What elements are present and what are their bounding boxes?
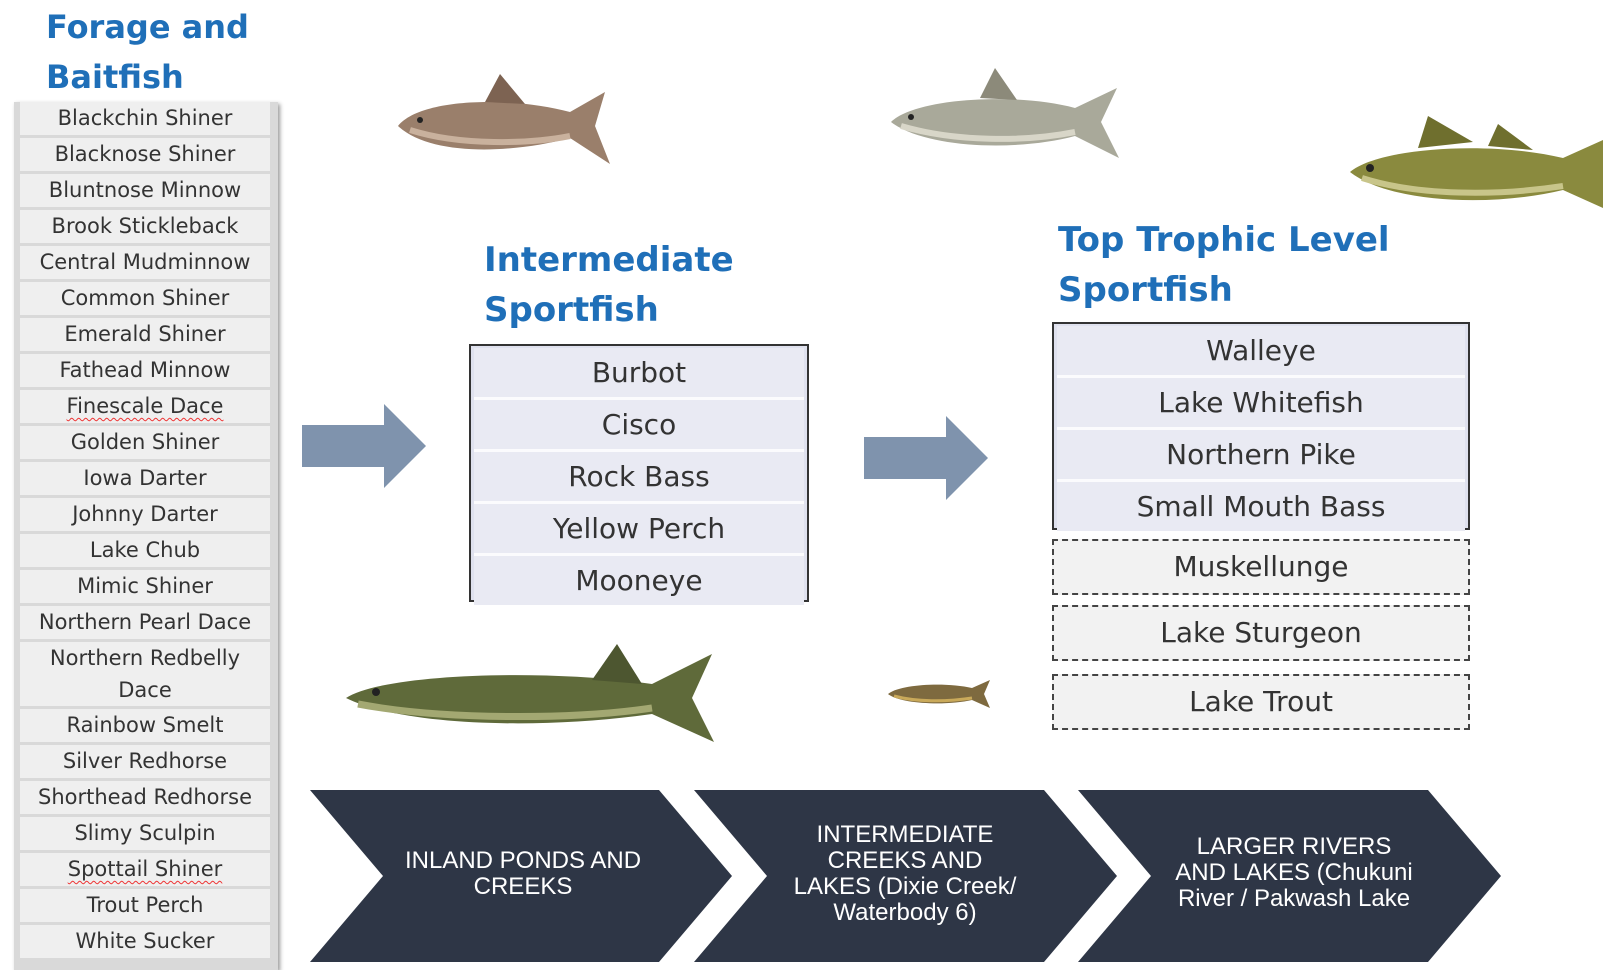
intermediate-title-line1: Intermediate xyxy=(484,240,734,280)
list-item: Slimy Sculpin xyxy=(20,817,270,853)
pike-fish-icon xyxy=(346,644,714,742)
list-item: Lake Chub xyxy=(20,534,270,570)
list-item: Cisco xyxy=(474,400,804,452)
list-item: Fathead Minnow xyxy=(20,354,270,390)
list-item: Spottail Shiner xyxy=(20,853,270,889)
right-arrow-icon xyxy=(302,404,426,488)
list-item: Burbot xyxy=(474,348,804,400)
list-item: Walleye xyxy=(1057,326,1465,378)
list-item: Rainbow Smelt xyxy=(20,709,270,745)
list-item: Bluntnose Minnow xyxy=(20,174,270,210)
list-item: Silver Redhorse xyxy=(20,745,270,781)
right-arrow-icon xyxy=(864,416,988,500)
dashed-item: Lake Trout xyxy=(1052,674,1470,730)
intermediate-box: Burbot Cisco Rock Bass Yellow Perch Moon… xyxy=(469,344,809,605)
list-item: Trout Perch xyxy=(20,889,270,925)
top-trophic-heading: Top Trophic Level Sportfish xyxy=(1058,215,1390,315)
list-item: Blacknose Shiner xyxy=(20,138,270,174)
forage-title-line1: Forage and xyxy=(46,8,249,46)
list-item: Blackchin Shiner xyxy=(20,102,270,138)
list-item: Central Mudminnow xyxy=(20,246,270,282)
forage-panel: Blackchin Shiner Blacknose Shiner Bluntn… xyxy=(14,102,278,970)
list-item: Common Shiner xyxy=(20,282,270,318)
forage-heading: Forage and Baitfish xyxy=(46,2,249,102)
walleye-fish-icon xyxy=(1350,116,1603,208)
intermediate-title-line2: Sportfish xyxy=(484,290,659,330)
list-item: Small Mouth Bass xyxy=(1057,482,1465,531)
list-item: Shorthead Redhorse xyxy=(20,781,270,817)
dashed-item: Muskellunge xyxy=(1052,539,1470,595)
top-trophic-box: Walleye Lake Whitefish Northern Pike Sma… xyxy=(1052,322,1470,531)
habitat-label: INTERMEDIATE CREEKS AND LAKES (Dixie Cre… xyxy=(793,821,1017,926)
intermediate-heading: Intermediate Sportfish xyxy=(484,235,734,335)
list-item: Yellow Perch xyxy=(474,504,804,556)
list-item: Northern Pike xyxy=(1057,430,1465,482)
top-title-line1: Top Trophic Level xyxy=(1058,220,1390,260)
dashed-item: Lake Sturgeon xyxy=(1052,605,1470,661)
forage-title-line2: Baitfish xyxy=(46,58,184,96)
list-item: Johnny Darter xyxy=(20,498,270,534)
list-item: Finescale Dace xyxy=(20,390,270,426)
chevron-2 xyxy=(694,790,1117,962)
minnow-fish-icon xyxy=(888,680,990,708)
list-item: Northern Pearl Dace xyxy=(20,606,270,642)
list-item: White Sucker xyxy=(20,925,270,961)
forage-list: Blackchin Shiner Blacknose Shiner Bluntn… xyxy=(14,102,278,961)
whitefish-fish-icon xyxy=(891,68,1119,158)
list-item: Rock Bass xyxy=(474,452,804,504)
list-item: Northern Redbelly Dace xyxy=(20,642,270,709)
list-item: Mooneye xyxy=(474,556,804,605)
chevron-3 xyxy=(1078,790,1501,962)
chevron-1 xyxy=(310,790,732,962)
list-item: Mimic Shiner xyxy=(20,570,270,606)
list-item: Lake Whitefish xyxy=(1057,378,1465,430)
habitat-chevron-bar xyxy=(310,790,1501,962)
list-item: Golden Shiner xyxy=(20,426,270,462)
list-item: Iowa Darter xyxy=(20,462,270,498)
top-title-line2: Sportfish xyxy=(1058,270,1233,310)
sucker-fish-icon xyxy=(398,74,610,164)
list-item: Emerald Shiner xyxy=(20,318,270,354)
list-item: Brook Stickleback xyxy=(20,210,270,246)
habitat-label: INLAND PONDS AND CREEKS xyxy=(404,847,642,900)
habitat-label: LARGER RIVERS AND LAKES (Chukuni River /… xyxy=(1175,833,1413,912)
